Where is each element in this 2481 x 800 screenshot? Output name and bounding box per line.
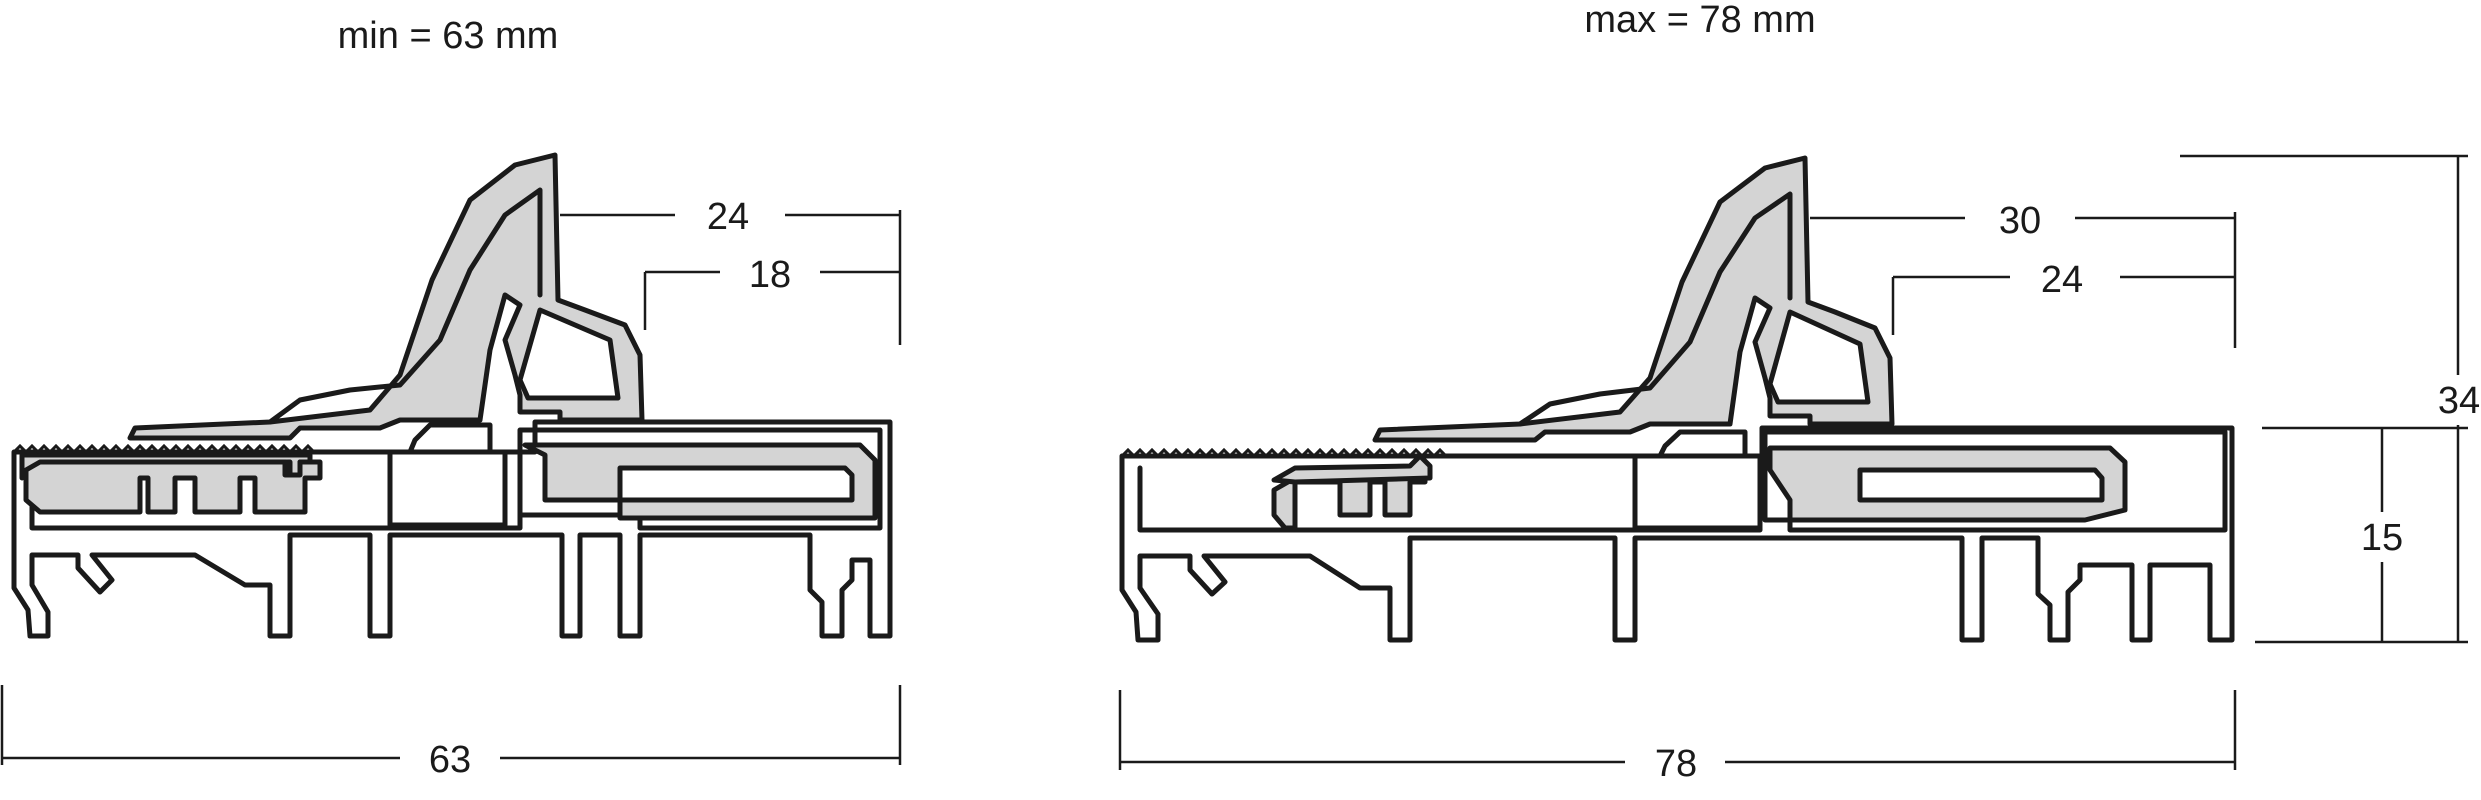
min-profile [11,152,893,639]
max-cap-inner [1517,191,1793,427]
min-inner-bar [23,459,323,515]
min-outer-depth-bg [675,190,785,240]
min-base-frame [11,419,893,639]
max-right-box [1762,429,2228,533]
max-right-slot [1857,467,2105,503]
max-base-frame [1119,425,2235,643]
min-serrated-edge [12,443,316,455]
max-overall-value: 78 [1655,743,1697,785]
max-mid-chamber [1632,429,1763,531]
min-width-label: min = 63 mm [338,15,559,57]
min-right-box [517,427,883,531]
max-profile [1119,155,2235,643]
height-base-bg [2350,512,2420,562]
max-overall-bg [1625,738,1725,788]
min-mid-chamber [387,422,508,528]
max-inner-depth-value: 24 [2041,259,2083,301]
height-base-value: 15 [2361,517,2403,559]
min-overall-value: 63 [429,739,471,781]
max-cap-hollow [1767,309,1871,405]
max-width-label: max = 78 mm [1584,0,1815,41]
max-outer-depth-bg [1965,193,2075,243]
max-sealing-cap [1372,155,1895,443]
min-inner-depth-value: 18 [749,254,791,296]
max-dimensions: 30 24 78 34 15 [1118,154,2481,788]
min-outer-depth-value: 24 [707,196,749,238]
min-right-slot [617,465,855,503]
max-outer-depth-value: 30 [1999,200,2041,242]
min-dimensions: 24 18 63 [0,190,902,785]
min-cap-hollow [517,307,621,401]
max-inner-box [1137,465,1763,533]
height-total-bg [2432,375,2481,425]
max-serrated-edge [1120,447,1448,459]
min-inner-depth-bg [720,247,820,297]
max-locking-tongue [1271,453,1433,485]
height-total-value: 34 [2438,380,2480,422]
min-sealing-cap [127,152,645,441]
min-cap-inner [267,187,543,425]
max-inner-depth-bg [2010,252,2120,302]
min-overall-bg [400,735,500,785]
